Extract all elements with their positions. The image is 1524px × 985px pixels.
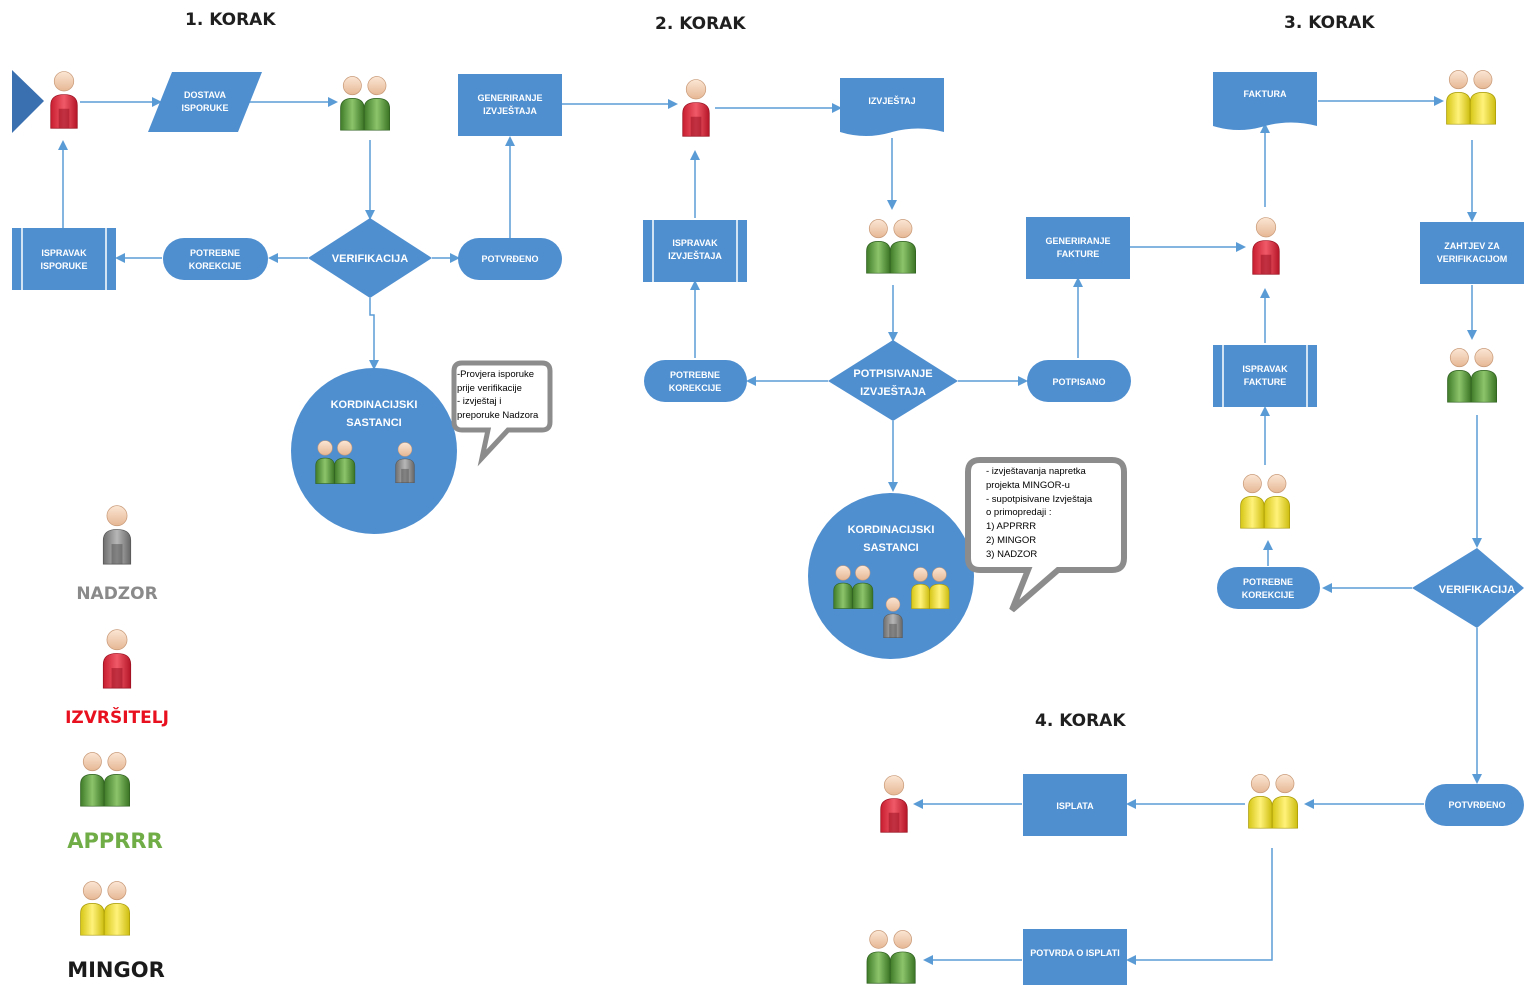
svg-text:POTPISANO: POTPISANO — [1052, 377, 1105, 387]
legend-label-apprrr: APPRRR — [67, 829, 163, 853]
node-dostava-isporuke[interactable]: DOSTAVA ISPORUKE — [148, 72, 262, 132]
svg-text:FAKTURA: FAKTURA — [1244, 89, 1287, 99]
svg-text:FAKTURE: FAKTURE — [1057, 249, 1100, 259]
people-green-icon — [340, 76, 391, 131]
node-ispravak-isporuke[interactable]: ISPRAVAK ISPORUKE — [12, 228, 116, 290]
node-izvjestaj[interactable]: IZVJEŠTAJ — [840, 78, 944, 136]
people-yellow-icon — [1248, 774, 1299, 829]
svg-text:VERIFIKACIJA: VERIFIKACIJA — [332, 253, 408, 265]
svg-text:POTVRĐENO: POTVRĐENO — [481, 254, 538, 264]
legend-label-mingor: MINGOR — [67, 958, 165, 982]
speech-bubble-1 — [451, 360, 553, 467]
people-green-icon — [1447, 348, 1498, 403]
svg-text:KOREKCIJE: KOREKCIJE — [669, 383, 722, 393]
svg-text:IZVJEŠTAJA: IZVJEŠTAJA — [860, 385, 926, 398]
legend-label-izvrsitelj: IZVRŠITELJ — [65, 708, 169, 728]
speech-bubble-2 — [965, 457, 1127, 613]
person-red-icon — [880, 775, 908, 833]
person-gray-icon — [102, 505, 132, 565]
node-generiranje-fakture[interactable]: GENERIRANJE FAKTURE — [1026, 217, 1130, 279]
svg-text:KOREKCIJE: KOREKCIJE — [189, 261, 242, 271]
svg-text:KORDINACIJSKI: KORDINACIJSKI — [848, 524, 935, 536]
svg-text:KOREKCIJE: KOREKCIJE — [1242, 590, 1295, 600]
svg-text:SASTANCI: SASTANCI — [346, 417, 401, 429]
node-verifikacija-1[interactable]: VERIFIKACIJA — [308, 218, 432, 298]
person-red-icon — [50, 71, 78, 129]
people-yellow-icon — [1446, 70, 1497, 125]
speech-bubble-2-text: - izvještavanja napretka projekta MINGOR… — [986, 466, 1093, 560]
svg-text:VERIFIKACIJA: VERIFIKACIJA — [1439, 584, 1515, 596]
people-green-icon — [866, 930, 916, 984]
svg-text:VERIFIKACIJOM: VERIFIKACIJOM — [1437, 254, 1508, 264]
people-yellow-icon — [80, 881, 131, 936]
svg-text:DOSTAVA: DOSTAVA — [184, 90, 226, 100]
svg-text:FAKTURE: FAKTURE — [1244, 377, 1287, 387]
svg-text:POTREBNE: POTREBNE — [670, 370, 720, 380]
svg-text:ISPRAVAK: ISPRAVAK — [672, 238, 718, 248]
node-potrebne-korekcije-3[interactable]: POTREBNE KOREKCIJE — [1217, 567, 1320, 609]
node-zahtjev-za-verifikacijom[interactable]: ZAHTJEV ZA VERIFIKACIJOM — [1420, 222, 1524, 284]
svg-text:IZVJEŠTAJA: IZVJEŠTAJA — [483, 105, 537, 116]
node-faktura[interactable]: FAKTURA — [1213, 72, 1317, 130]
node-potvrdeno-1[interactable]: POTVRĐENO — [458, 238, 562, 280]
svg-text:ISPRAVAK: ISPRAVAK — [1242, 364, 1288, 374]
svg-text:KORDINACIJSKI: KORDINACIJSKI — [331, 399, 418, 411]
person-red-icon — [102, 629, 132, 689]
node-potpisivanje-izvjestaja[interactable]: POTPISIVANJE IZVJEŠTAJA — [828, 340, 958, 421]
people-yellow-icon — [1240, 474, 1291, 529]
svg-text:GENERIRANJE: GENERIRANJE — [477, 93, 542, 103]
step-title-1: 1. KORAK — [185, 10, 276, 30]
svg-text:ISPORUKE: ISPORUKE — [181, 103, 228, 113]
svg-text:POTVRĐENO: POTVRĐENO — [1448, 800, 1505, 810]
node-potvrda-o-isplati[interactable]: POTVRDA O ISPLATI — [1023, 929, 1127, 985]
svg-text:POTPISIVANJE: POTPISIVANJE — [853, 368, 932, 380]
node-potpisano[interactable]: POTPISANO — [1027, 360, 1131, 402]
speech-bubble-1-text: -Provjera isporuke prije verifikacije - … — [457, 369, 539, 421]
node-potrebne-korekcije-2[interactable]: POTREBNE KOREKCIJE — [644, 360, 747, 402]
svg-text:GENERIRANJE: GENERIRANJE — [1045, 236, 1110, 246]
svg-text:ISPRAVAK: ISPRAVAK — [41, 248, 87, 258]
node-ispravak-izvjestaja[interactable]: ISPRAVAK IZVJEŠTAJA — [643, 220, 747, 282]
svg-text:POTREBNE: POTREBNE — [1243, 577, 1293, 587]
step-title-3: 3. KORAK — [1284, 13, 1375, 33]
svg-text:IZVJEŠTAJ: IZVJEŠTAJ — [868, 95, 915, 106]
svg-text:IZVJEŠTAJA: IZVJEŠTAJA — [668, 250, 722, 261]
node-kordinacijski-sastanci-2[interactable]: KORDINACIJSKI SASTANCI — [808, 493, 974, 659]
svg-text:POTREBNE: POTREBNE — [190, 248, 240, 258]
svg-text:SASTANCI: SASTANCI — [863, 542, 918, 554]
svg-text:POTVRDA O ISPLATI: POTVRDA O ISPLATI — [1030, 948, 1120, 958]
node-kordinacijski-sastanci-1[interactable]: KORDINACIJSKI SASTANCI — [291, 368, 457, 534]
node-verifikacija-3[interactable]: VERIFIKACIJA — [1412, 548, 1524, 628]
connectors — [58, 96, 1482, 965]
step-title-4: 4. KORAK — [1035, 711, 1126, 731]
person-red-icon — [1252, 217, 1280, 275]
node-isplata[interactable]: ISPLATA — [1023, 774, 1127, 836]
node-potvrdeno-3[interactable]: POTVRĐENO — [1425, 784, 1524, 826]
svg-text:ZAHTJEV ZA: ZAHTJEV ZA — [1444, 241, 1500, 251]
start-triangle-icon — [12, 70, 44, 133]
node-potrebne-korekcije-1[interactable]: POTREBNE KOREKCIJE — [163, 238, 268, 280]
legend-label-nadzor: NADZOR — [76, 584, 158, 604]
people-green-icon — [80, 752, 131, 807]
svg-text:ISPLATA: ISPLATA — [1056, 801, 1094, 811]
node-generiranje-izvjestaja[interactable]: GENERIRANJE IZVJEŠTAJA — [458, 74, 562, 136]
person-gray-icon — [883, 597, 903, 639]
person-red-icon — [682, 79, 710, 137]
person-gray-icon — [395, 442, 415, 484]
node-ispravak-fakture[interactable]: ISPRAVAK FAKTURE — [1213, 345, 1317, 407]
step-title-2: 2. KORAK — [655, 14, 746, 34]
svg-text:ISPORUKE: ISPORUKE — [40, 261, 87, 271]
people-green-icon — [866, 219, 917, 274]
